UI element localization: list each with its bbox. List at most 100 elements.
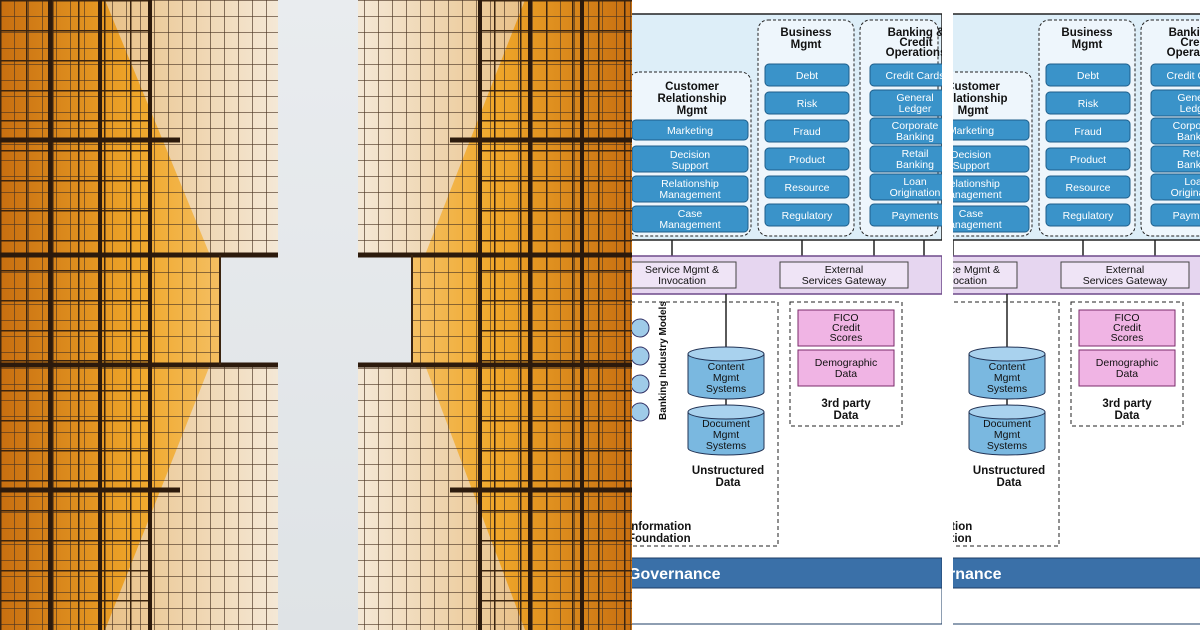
svg-text:Mgmt: Mgmt [994,429,1020,441]
svg-text:Mgmt: Mgmt [1072,39,1103,51]
governance-bar [632,557,942,589]
svg-text:Regulatory: Regulatory [782,210,834,222]
banking-title-1: Banking & [888,27,942,39]
svg-text:Systems: Systems [706,383,746,395]
svg-text:Management: Management [953,189,1002,201]
svg-text:FICO: FICO [1114,312,1139,324]
svg-text:Credit: Credit [832,322,860,334]
business-item-fraud: Fraud [764,119,850,143]
banking-item-loan-origination: Loan Origination [869,173,942,201]
svg-text:Debt: Debt [1077,70,1099,82]
svg-text:Relationship: Relationship [953,178,1000,190]
svg-text:Payments: Payments [1173,210,1200,222]
skyscraper-illustration [0,0,632,630]
svg-text:Origination: Origination [1171,187,1200,199]
banking-item-retail-banking: Retail Banking [869,145,942,173]
third-party-label-2: Data [834,410,860,422]
architecture-diagram-right: Customer Relationship Mgmt Marketing Dec… [953,0,1200,630]
svg-text:Risk: Risk [797,98,818,110]
svg-text:Demographic: Demographic [815,357,877,369]
content-mgmt-cylinder: Content Mgmt Systems [687,346,765,400]
svg-text:Ledger: Ledger [1180,103,1200,115]
svg-text:Mgmt: Mgmt [713,429,739,441]
svg-text:Services Gateway: Services Gateway [1083,275,1168,287]
svg-text:Mgmt: Mgmt [994,372,1020,384]
svg-text:Demographic: Demographic [1096,357,1158,369]
svg-text:Operations: Operations [1167,47,1200,59]
document-mgmt-cylinder: Document Mgmt Systems [687,404,765,456]
svg-text:Scores: Scores [1111,332,1144,344]
unstructured-label-2: Data [716,477,742,489]
svg-text:Support: Support [672,160,709,172]
svg-text:Fraud: Fraud [793,126,821,138]
svg-text:Case: Case [959,208,984,220]
business-title-2: Mgmt [791,39,822,51]
svg-text:Banking: Banking [896,131,934,143]
svg-text:Invocation: Invocation [953,275,987,287]
svg-text:Product: Product [1070,154,1106,166]
svg-text:Risk: Risk [1078,98,1099,110]
svg-text:Regulatory: Regulatory [1063,210,1115,222]
svg-text:Credit Cards: Credit Cards [1167,70,1200,82]
svg-text:Management: Management [659,189,720,201]
svg-text:Content: Content [989,361,1026,373]
business-item-resource: Resource [764,175,850,199]
svg-text:Credit Cards: Credit Cards [886,70,942,82]
crm-title-1: Customer [665,81,719,93]
bus-connectors [671,240,925,256]
svg-text:General: General [1177,92,1200,104]
banking-item-payments: Payments [869,203,942,227]
banking-title-2: Credit [899,37,932,49]
svg-text:Business: Business [1061,27,1112,39]
svg-text:Loan: Loan [903,176,927,188]
svg-text:Data: Data [1116,368,1138,380]
diagram-svg-repeat: Customer Relationship Mgmt Marketing Dec… [953,13,1200,625]
svg-text:Systems: Systems [706,440,746,452]
business-item-risk: Risk [764,91,850,115]
business-item-debt: Debt [764,63,850,87]
svg-text:Customer: Customer [953,81,1000,93]
svg-text:Data: Data [835,368,857,380]
svg-text:External: External [825,264,864,276]
third-party-label-1: 3rd party [821,398,871,410]
svg-text:Management: Management [953,219,1002,231]
svg-text:Origination: Origination [890,187,941,199]
svg-text:Governance: Governance [953,566,1002,583]
svg-text:Management: Management [659,219,720,231]
svg-text:Decision: Decision [953,149,991,161]
information-foundation-group [632,301,779,547]
crm-item-relationship-management: Relationship Management [632,175,749,203]
business-title-1: Business [780,27,831,39]
svg-text:Content: Content [708,361,745,373]
svg-text:Mgmt: Mgmt [713,372,739,384]
crm-item-decision-support: Decision Support [632,145,749,173]
svg-text:Marketing: Marketing [667,125,713,137]
crm-title-2: Relationship [657,93,726,105]
banking-item-general-ledger: General Ledger [869,89,942,117]
svg-text:Product: Product [789,154,825,166]
diagram-svg: Customer Relationship Mgmt Marketing Dec… [632,13,942,625]
service-mgmt-box: Service Mgmt & Invocation [632,261,737,289]
banking-item-credit-cards: Credit Cards [869,63,942,87]
svg-text:Credit: Credit [1180,37,1200,49]
svg-text:Decision: Decision [670,149,710,161]
external-services-gateway-box: External Services Gateway [779,261,909,289]
svg-text:Banking: Banking [1177,159,1200,171]
svg-text:Data: Data [1115,410,1141,422]
svg-text:Loan: Loan [1184,176,1200,188]
foundation-label-1: Information [632,521,691,533]
crm-item-case-management: Case Management [632,205,749,233]
svg-text:Scores: Scores [830,332,863,344]
svg-text:Support: Support [953,160,989,172]
svg-text:Service Mgmt &: Service Mgmt & [645,264,719,276]
svg-text:Banking: Banking [1177,131,1200,143]
svg-text:Fraud: Fraud [1074,126,1102,138]
svg-text:Unstructured: Unstructured [973,465,1045,477]
svg-text:External: External [1106,264,1145,276]
business-item-product: Product [764,147,850,171]
svg-text:Retail: Retail [902,148,929,160]
crm-item-marketing: Marketing [632,119,749,141]
svg-text:Marketing: Marketing [953,125,994,137]
svg-text:Banking Industry Models: Banking Industry Models [658,301,669,420]
svg-text:Banking: Banking [896,159,934,171]
